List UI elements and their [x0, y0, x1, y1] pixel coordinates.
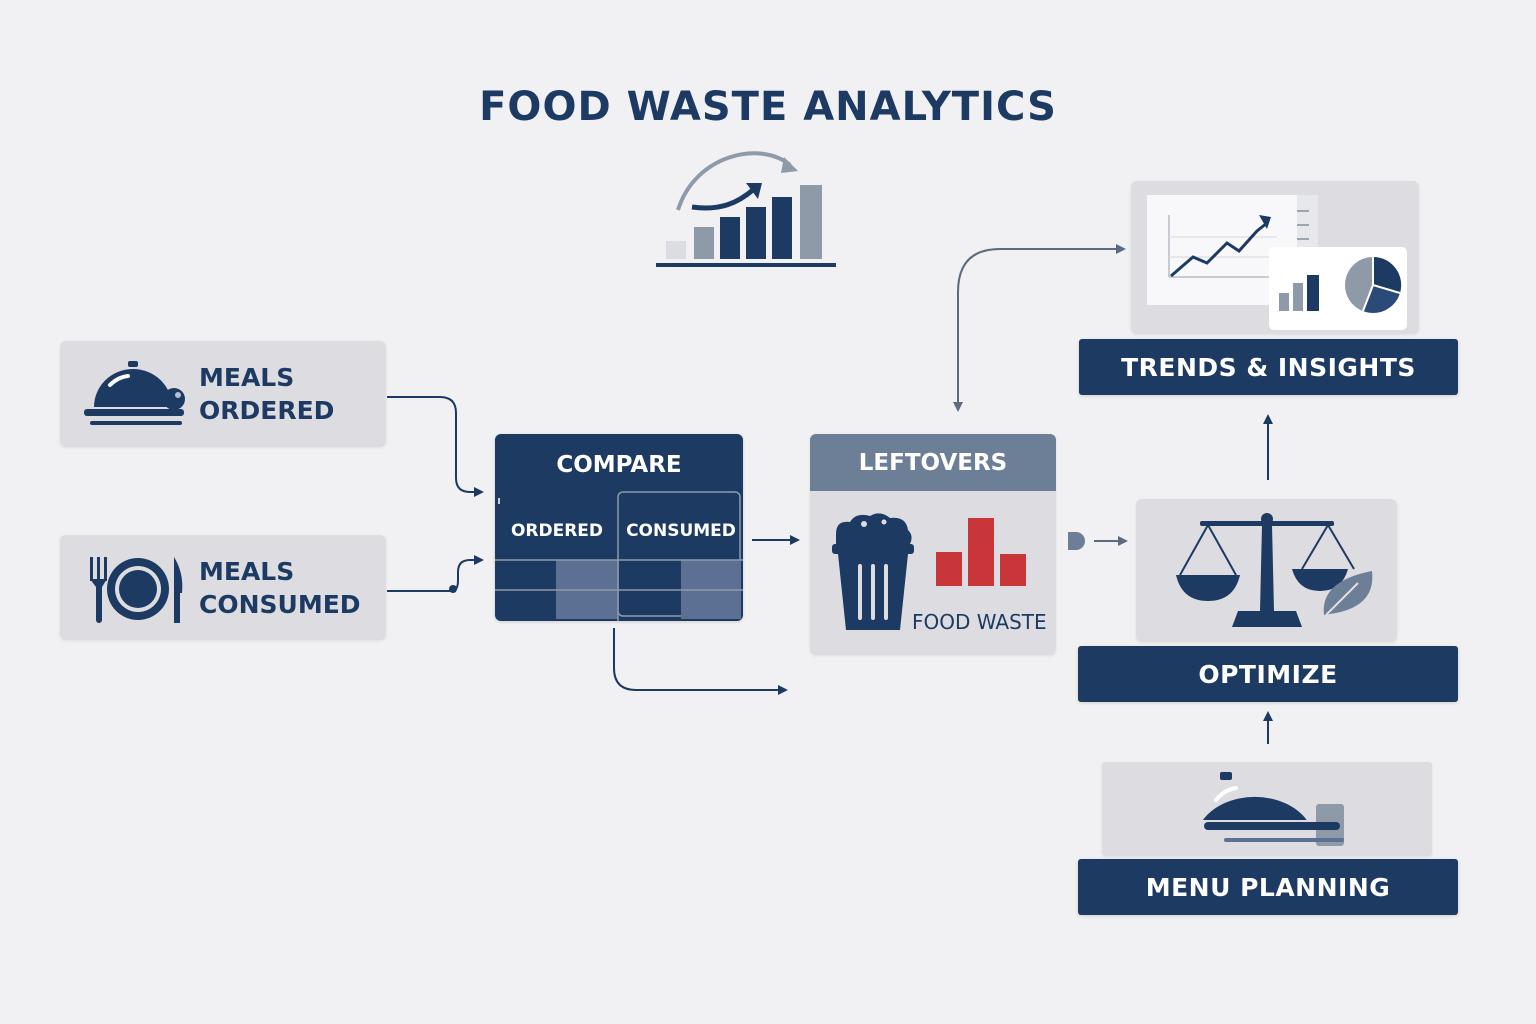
menu-planning-illustration	[1102, 762, 1432, 856]
compare-table	[495, 491, 743, 621]
meals-ordered-line1: MEALS	[199, 363, 295, 392]
bar-chart-icon	[936, 518, 1026, 586]
report-charts-icon	[1147, 195, 1407, 330]
compare-box: COMPARE ORDERED CONSUMED	[495, 434, 743, 621]
optimize-label: OPTIMIZE	[1078, 646, 1458, 702]
compare-title: COMPARE	[556, 452, 682, 478]
food-waste-label: FOOD WASTE	[912, 610, 1047, 634]
meals-ordered-card: MEALS ORDERED	[60, 341, 386, 447]
leftovers-card: LEFTOVERS FOOD WASTE	[810, 434, 1056, 655]
cloche-card-icon	[1202, 772, 1344, 846]
balance-scale-leaf-icon	[1176, 513, 1373, 627]
meals-ordered-line2: ORDERED	[199, 396, 335, 425]
meals-consumed-card: MEALS CONSUMED	[60, 535, 386, 640]
analytics-growth-icon	[656, 151, 836, 267]
page-title: FOOD WASTE ANALYTICS	[479, 84, 1057, 130]
plate-cutlery-icon	[90, 557, 183, 623]
trends-insights-label: TRENDS & INSIGHTS	[1079, 339, 1458, 395]
trash-bin-icon	[832, 513, 914, 630]
menu-planning-label: MENU PLANNING	[1078, 859, 1458, 915]
cloche-icon	[84, 361, 185, 425]
compare-col-consumed: CONSUMED	[626, 521, 736, 541]
meals-consumed-line1: MEALS	[199, 557, 295, 586]
leftovers-title: LEFTOVERS	[810, 434, 1056, 491]
meals-consumed-line2: CONSUMED	[199, 590, 361, 619]
compare-col-ordered: ORDERED	[510, 521, 604, 541]
trends-illustration	[1131, 181, 1419, 334]
optimize-illustration	[1136, 499, 1397, 642]
